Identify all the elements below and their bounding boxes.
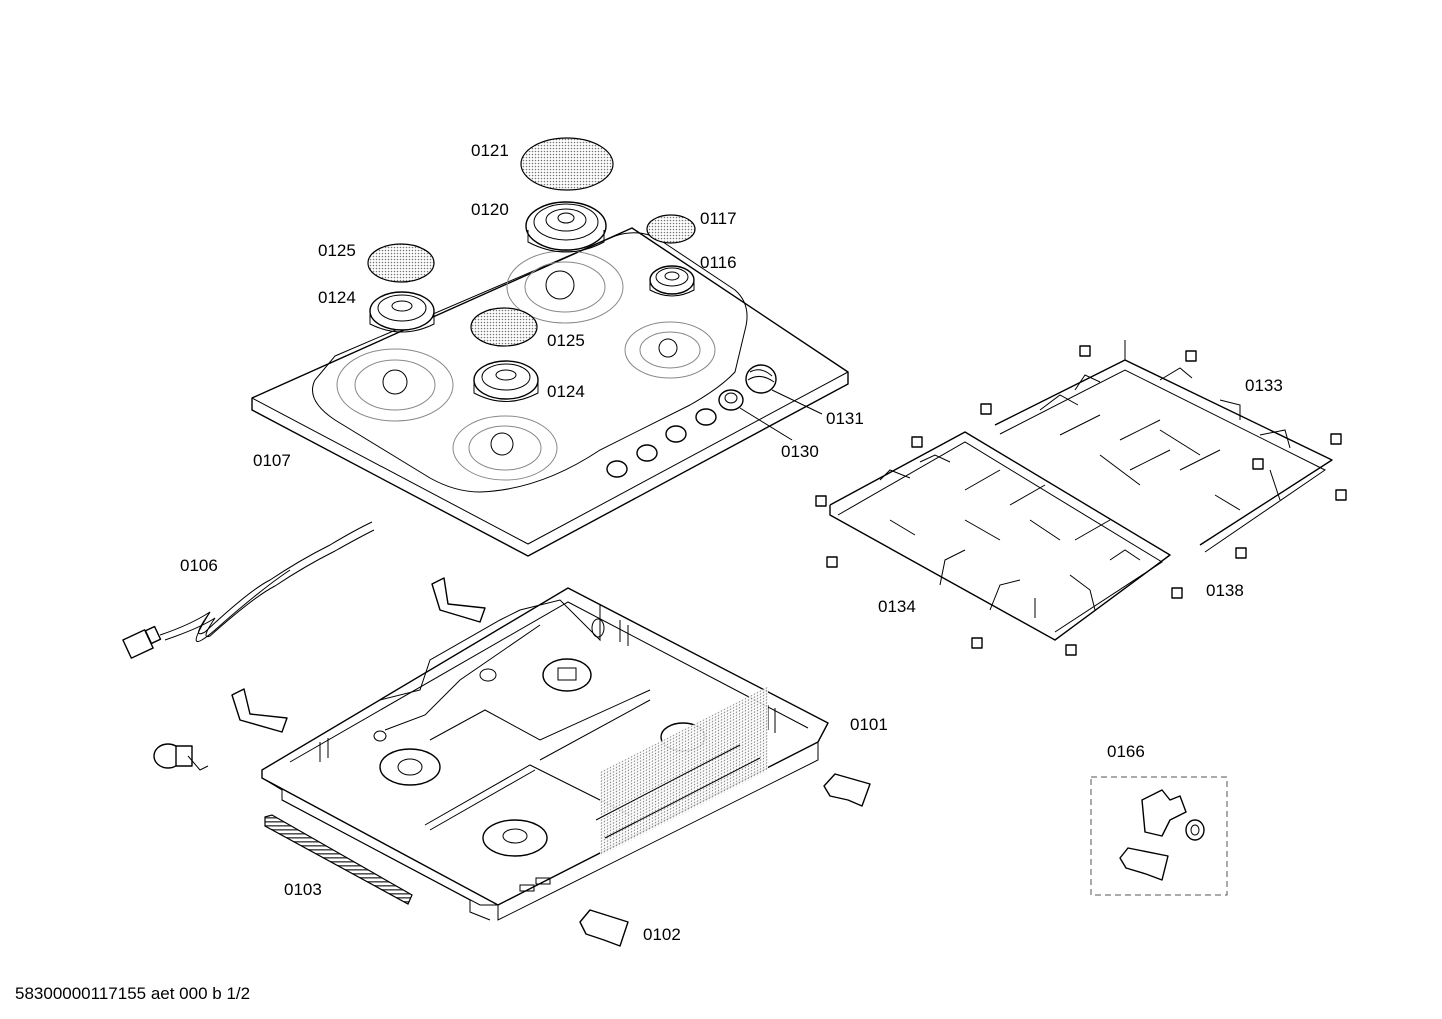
plate-burner-left — [336, 348, 454, 422]
burner-cap-0125-center — [470, 307, 538, 347]
mains-cable-0106 — [122, 521, 375, 659]
label-0101: 0101 — [850, 715, 888, 734]
label-0133: 0133 — [1245, 376, 1283, 395]
bracket-left — [231, 688, 288, 733]
footer-document-id: 58300000117155 aet 000 b 1/2 — [15, 984, 250, 1003]
label-0120: 0120 — [471, 200, 509, 219]
burner-cap-0121 — [520, 137, 614, 191]
label-0125-left: 0125 — [318, 241, 356, 260]
knob-holes — [606, 408, 717, 478]
label-0107: 0107 — [253, 451, 291, 470]
label-0124-center: 0124 — [547, 382, 585, 401]
burner-crown-0124-center — [473, 360, 539, 402]
base-tray-0101 — [261, 587, 829, 921]
knob-0131 — [745, 364, 777, 394]
seal-strip-0103 — [264, 814, 413, 905]
pan-support-0134 — [829, 431, 1171, 641]
pan-support-0133 — [994, 340, 1333, 553]
plate-burner-right — [624, 321, 716, 379]
label-0102: 0102 — [643, 925, 681, 944]
burner-crown-0120 — [525, 201, 607, 253]
plate-burner-front — [452, 415, 558, 481]
label-0125-center: 0125 — [547, 331, 585, 350]
label-0124-left: 0124 — [318, 288, 356, 307]
gas-connector-kit-0166 — [1090, 776, 1228, 896]
plate-burner-rear — [506, 250, 624, 324]
rubber-feet-0138 — [815, 345, 1347, 656]
label-0134: 0134 — [878, 597, 916, 616]
burner-cap-0125-left — [367, 243, 435, 283]
label-0130: 0130 — [781, 442, 819, 461]
label-0138: 0138 — [1206, 581, 1244, 600]
label-0166: 0166 — [1107, 742, 1145, 761]
label-0116: 0116 — [700, 253, 737, 272]
bezel-0130 — [718, 389, 744, 411]
label-0121: 0121 — [471, 141, 509, 160]
label-0131: 0131 — [826, 409, 864, 428]
burner-crown-0116 — [649, 265, 695, 297]
label-0103: 0103 — [284, 880, 322, 899]
clip-right — [823, 773, 871, 807]
bracket-top — [431, 577, 486, 623]
label-0117: 0117 — [700, 209, 737, 228]
label-0106: 0106 — [180, 556, 218, 575]
hob-top-plate — [251, 227, 849, 557]
burner-cap-0117 — [646, 214, 696, 244]
part-labels: 0121 0120 0117 0116 0125 0124 0125 0124 … — [15, 141, 1283, 1003]
clip-0102 — [579, 909, 629, 947]
burner-crown-0124-left — [369, 291, 435, 333]
gas-fitting — [153, 743, 209, 771]
